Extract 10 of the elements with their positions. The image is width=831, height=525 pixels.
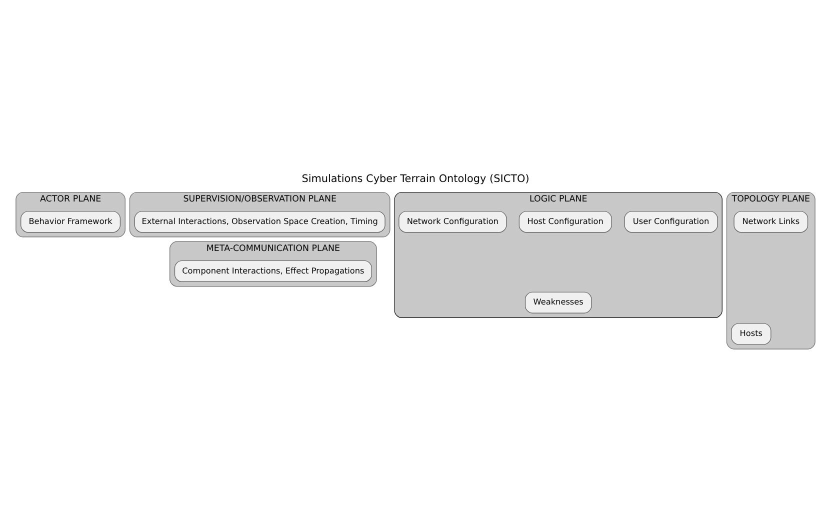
node-box: External Interactions, Observation Space Creation, Timing xyxy=(134,211,386,233)
node-box: User Configuration xyxy=(624,211,718,233)
node-box: Weaknesses xyxy=(524,292,592,314)
node-box: Behavior Framework xyxy=(20,211,120,233)
diagram-title: Simulations Cyber Terrain Ontology (SICTO) xyxy=(302,173,530,186)
node-box: Hosts xyxy=(731,323,772,345)
node-box: Network Links xyxy=(734,211,808,233)
node-box: Host Configuration xyxy=(518,211,612,233)
node-box: Network Configuration xyxy=(398,211,507,233)
node-box: Component Interactions, Effect Propagations xyxy=(174,260,372,282)
